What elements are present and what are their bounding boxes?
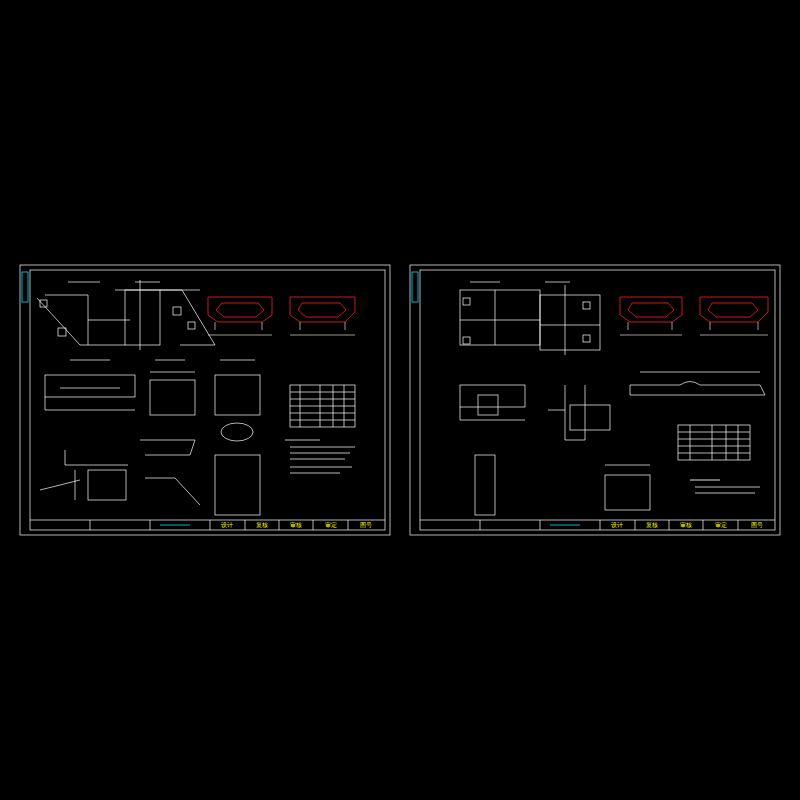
title-block-label: 审定 <box>714 522 728 528</box>
title-block-label: 图号 <box>359 522 373 528</box>
title-block-label: 图号 <box>750 522 764 528</box>
title-block-label: 复核 <box>645 522 659 528</box>
title-block-label: 设计 <box>610 522 624 528</box>
title-block-label: 复核 <box>255 522 269 528</box>
title-block-label: 设计 <box>220 522 234 528</box>
title-block-label: 审核 <box>289 522 303 528</box>
title-block-label: 审核 <box>679 522 693 528</box>
title-block-label: 审定 <box>324 522 338 528</box>
